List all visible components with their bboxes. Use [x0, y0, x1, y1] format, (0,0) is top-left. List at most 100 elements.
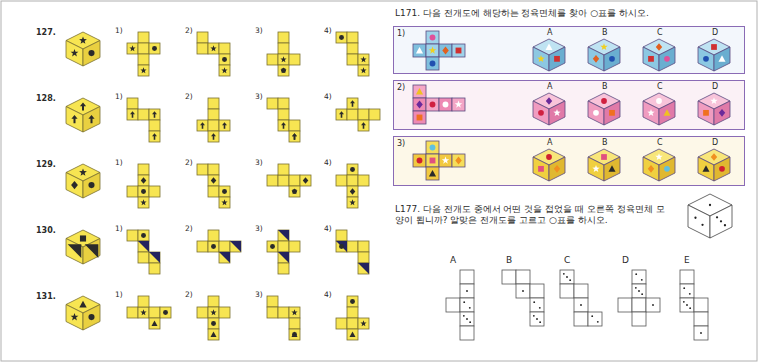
choice-letter: B: [602, 138, 608, 147]
net-cell: [347, 164, 358, 175]
face-star: [221, 67, 227, 73]
net-cell: [197, 307, 208, 318]
die-pip: [641, 293, 643, 295]
face-triangle: [416, 88, 423, 95]
face-square: [703, 110, 709, 116]
net-cell: [336, 175, 347, 186]
net-cell: [336, 32, 347, 43]
choice-letter: D: [712, 28, 718, 37]
net-cell: [208, 98, 219, 109]
cube-right: [710, 205, 732, 238]
choice-letter: D: [712, 138, 718, 147]
face-dot: [656, 98, 662, 104]
net-cell: [208, 131, 219, 142]
face-star: [291, 188, 297, 194]
choice-letter: A: [547, 28, 552, 37]
net-cell: [347, 307, 358, 318]
face-half: [230, 241, 241, 252]
net-cell: [278, 54, 289, 65]
net-cell: [208, 318, 219, 329]
net-cell: [230, 241, 241, 252]
face-star: [360, 67, 366, 73]
net-cell: [278, 164, 289, 175]
face-star: [210, 309, 216, 315]
face-star: [71, 313, 79, 320]
choice-letter: C: [657, 82, 663, 91]
net-cell: [426, 44, 439, 57]
option-number: 3): [255, 224, 263, 233]
face-arrow: [152, 111, 157, 118]
net-cell: [516, 270, 530, 284]
cube-right: [83, 173, 100, 199]
instruction-text: L177. 다음 전개도 중에서 어떤 것을 접었을 때 오른쪽 정육면체 모양…: [395, 204, 665, 226]
net-cell: [127, 43, 138, 54]
face-dot: [292, 332, 297, 337]
option-number: 3): [255, 290, 263, 299]
net-cell: [336, 318, 347, 329]
net-cell: [460, 284, 474, 298]
net-cell: [267, 98, 278, 109]
cube-left: [643, 101, 659, 125]
net-cell: [208, 186, 219, 197]
net-cell: [149, 263, 160, 274]
face-star: [655, 153, 662, 160]
net-cell: [632, 284, 646, 298]
net-cell: [439, 154, 452, 167]
face-diamond: [554, 165, 560, 173]
net-cell: [358, 263, 369, 274]
face-star: [710, 97, 717, 104]
net-cell: [127, 230, 138, 241]
cube-right: [604, 47, 620, 71]
face-dot: [417, 158, 423, 164]
net-cell: [452, 154, 465, 167]
net-cell: [208, 43, 219, 54]
die-pip: [700, 332, 702, 334]
net-cell: [138, 54, 149, 65]
face-dot: [664, 56, 670, 62]
die-pip: [536, 318, 538, 320]
face-half: [138, 241, 149, 252]
net-cell: [267, 54, 278, 65]
face-star: [360, 320, 366, 326]
face-star: [129, 45, 135, 51]
die-pip: [569, 279, 571, 281]
choice-letter: B: [602, 28, 608, 37]
face-dot: [270, 244, 275, 249]
cube-right: [604, 101, 620, 125]
option-number: 2): [185, 290, 193, 299]
face-dot: [88, 182, 94, 188]
net-cell: [278, 252, 289, 263]
net-cell: [347, 54, 358, 65]
cube-right: [83, 239, 100, 265]
net-cell: [358, 65, 369, 76]
die-pip: [652, 304, 654, 306]
net-cell: [358, 120, 369, 131]
net-cell: [347, 186, 358, 197]
net-cell: [289, 241, 300, 252]
option-number: 1): [115, 26, 123, 35]
problem-number: 127.: [36, 28, 56, 38]
net-cell: [680, 284, 694, 298]
face-half: [85, 244, 99, 258]
face-star: [600, 43, 607, 50]
net-cell: [413, 111, 426, 124]
face-star: [360, 56, 366, 62]
face-dot: [538, 110, 544, 116]
net-cell: [149, 120, 160, 131]
die-pip: [580, 304, 582, 306]
net-cell: [138, 241, 149, 252]
cube-right: [714, 47, 730, 71]
choice-letter: E: [684, 255, 690, 266]
net-cell: [347, 296, 358, 307]
net-cell: [208, 120, 219, 131]
cube-left: [643, 157, 659, 181]
face-dot: [292, 189, 297, 194]
die-pip: [533, 301, 535, 303]
face-square: [711, 44, 717, 50]
net-cell: [208, 164, 219, 175]
net-cell: [138, 175, 149, 186]
face-dot: [719, 166, 725, 172]
net-cell: [267, 307, 278, 318]
net-cell: [426, 57, 439, 70]
choice-letter: A: [450, 255, 456, 266]
